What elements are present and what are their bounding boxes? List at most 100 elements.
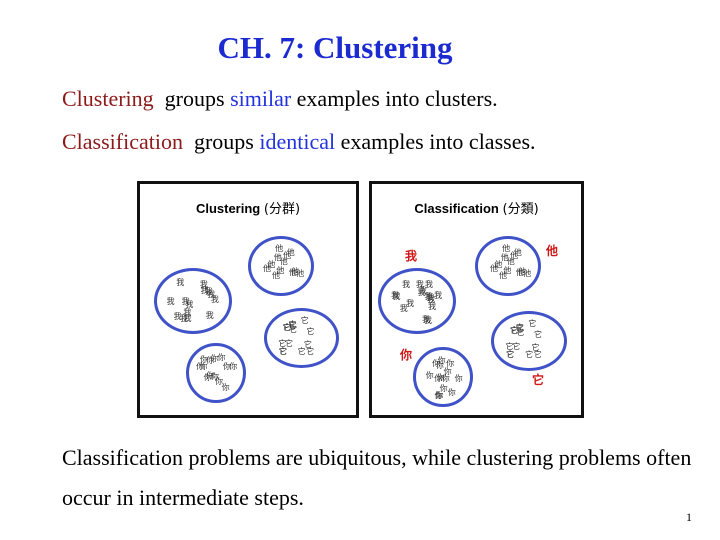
clustering-def-post: examples into clusters.: [291, 86, 498, 111]
cluster-glyph: 你: [454, 373, 463, 383]
cluster-glyph: 他: [500, 252, 509, 262]
cluster-glyph: 你: [434, 391, 443, 401]
cluster-glyph: 你: [221, 382, 230, 392]
classification-definition: Classification groups identical examples…: [62, 129, 536, 155]
cluster-glyph: 你: [199, 355, 208, 365]
classification-def-pre: groups: [193, 129, 260, 154]
cluster-glyph: 它: [278, 339, 287, 349]
cluster-glyph: 我: [418, 285, 427, 295]
cluster-glyph: 你: [210, 353, 219, 363]
cluster-glyph: 它: [297, 346, 306, 356]
cluster-glyph: 他: [513, 248, 522, 258]
cluster-glyph: 我: [428, 302, 437, 312]
cluster-glyph: 你: [437, 355, 446, 365]
cluster-glyph: 你: [447, 387, 456, 397]
class-tuo: 它它它它它它它它它它它它它它: [491, 311, 567, 371]
cluster-glyph: 他: [262, 264, 271, 274]
cluster-glyph: 他: [494, 260, 503, 270]
cluster-glyph: 他: [267, 260, 276, 270]
class-ta: 他他他他他他他他他他他他: [475, 236, 541, 296]
cluster-glyph: 它: [288, 320, 297, 330]
cluster-glyph: 你: [222, 361, 231, 371]
class-label-tuo: 它: [532, 373, 545, 387]
cluster-glyph: 他: [523, 269, 532, 279]
cluster-glyph: 你: [434, 373, 443, 383]
cluster-glyph: 我: [207, 289, 216, 299]
classification-def-post: examples into classes.: [335, 129, 536, 154]
cluster-wo: 我我我我我我我我我我我我我我: [154, 268, 232, 334]
summary-paragraph: Classification problems are ubiquitous, …: [62, 445, 692, 510]
cluster-glyph: 我: [176, 278, 185, 288]
cluster-glyph: 它: [509, 326, 518, 336]
cluster-glyph: 他: [510, 251, 519, 261]
cluster-glyph: 你: [214, 377, 223, 387]
classification-term: Classification: [62, 129, 183, 154]
clustering-definition: Clustering groups similar examples into …: [62, 86, 498, 112]
cluster-glyph: 它: [510, 326, 519, 336]
cluster-glyph: 他: [291, 267, 300, 277]
cluster-glyph: 它: [306, 327, 315, 337]
classification-panel-title: Classification (分類): [372, 198, 581, 217]
cluster-glyph: 他: [498, 270, 507, 280]
cluster-glyph: 他: [271, 270, 280, 280]
cluster-glyph: 你: [199, 361, 208, 371]
cluster-glyph: 他: [276, 265, 285, 275]
cluster-glyph: 他: [506, 257, 515, 267]
cluster-glyph: 我: [173, 312, 182, 322]
clustering-panel-title-en: Clustering: [195, 201, 261, 216]
clustering-def-pre: groups: [164, 86, 231, 111]
cluster-glyph: 我: [426, 293, 435, 303]
cluster-glyph: 他: [288, 267, 297, 277]
cluster-glyph: 你: [206, 355, 215, 365]
cluster-glyph: 我: [434, 291, 443, 301]
cluster-glyph: 你: [435, 390, 444, 400]
cluster-glyph: 我: [427, 295, 436, 305]
cluster-glyph: 我: [205, 311, 214, 321]
cluster-ta: 他他他他他他他他他他他他: [248, 236, 314, 296]
cluster-glyph: 它: [525, 349, 534, 359]
cluster-glyph: 它: [515, 323, 524, 333]
cluster-glyph: 他: [503, 265, 512, 275]
cluster-glyph: 我: [417, 288, 426, 298]
cluster-glyph: 他: [518, 267, 527, 277]
class-label-ta: 他: [546, 244, 559, 258]
cluster-glyph: 它: [506, 349, 515, 359]
cluster-glyph: 它: [515, 323, 524, 333]
cluster-glyph: 你: [203, 372, 212, 382]
class-ni: 你你你你你你你你你你你你你你: [413, 347, 473, 407]
cluster-glyph: 你: [432, 358, 441, 368]
cluster-glyph: 你: [439, 383, 448, 393]
cluster-glyph: 他: [275, 243, 284, 253]
cluster-glyph: 它: [283, 323, 292, 333]
cluster-glyph: 他: [515, 267, 524, 277]
cluster-glyph: 我: [179, 314, 188, 324]
cluster-glyph: 他: [279, 257, 288, 267]
cluster-glyph: 它: [506, 349, 515, 359]
cluster-glyph: 你: [441, 374, 450, 384]
cluster-glyph: 我: [392, 292, 401, 302]
cluster-glyph: 它: [279, 346, 288, 356]
class-label-wo: 我: [405, 249, 418, 263]
cluster-glyph: 我: [210, 294, 219, 304]
cluster-glyph: 你: [206, 371, 215, 381]
cluster-glyph: 它: [516, 327, 525, 337]
cluster-glyph: 我: [424, 291, 433, 301]
cluster-glyph: 你: [229, 362, 238, 372]
cluster-glyph: 他: [502, 243, 511, 253]
clustering-term: Clustering: [62, 86, 154, 111]
cluster-glyph: 它: [505, 342, 514, 352]
cluster-glyph: 它: [528, 318, 537, 328]
cluster-glyph: 它: [288, 320, 297, 330]
cluster-glyph: 我: [424, 280, 433, 290]
cluster-glyph: 我: [181, 297, 190, 307]
cluster-glyph: 我: [399, 304, 408, 314]
classification-panel: Classification (分類) 我我我我我我我我我我我我我我我我 他他他…: [369, 181, 584, 418]
cluster-glyph: 他: [286, 248, 295, 258]
cluster-glyph: 它: [531, 343, 540, 353]
classification-panel-title-cn: (分類): [502, 202, 539, 217]
cluster-glyph: 它: [303, 340, 312, 350]
class-label-ni: 你: [400, 348, 413, 362]
cluster-glyph: 我: [200, 286, 209, 296]
clustering-panel-title: Clustering (分群): [140, 198, 356, 217]
identical-highlight: identical: [259, 129, 336, 154]
